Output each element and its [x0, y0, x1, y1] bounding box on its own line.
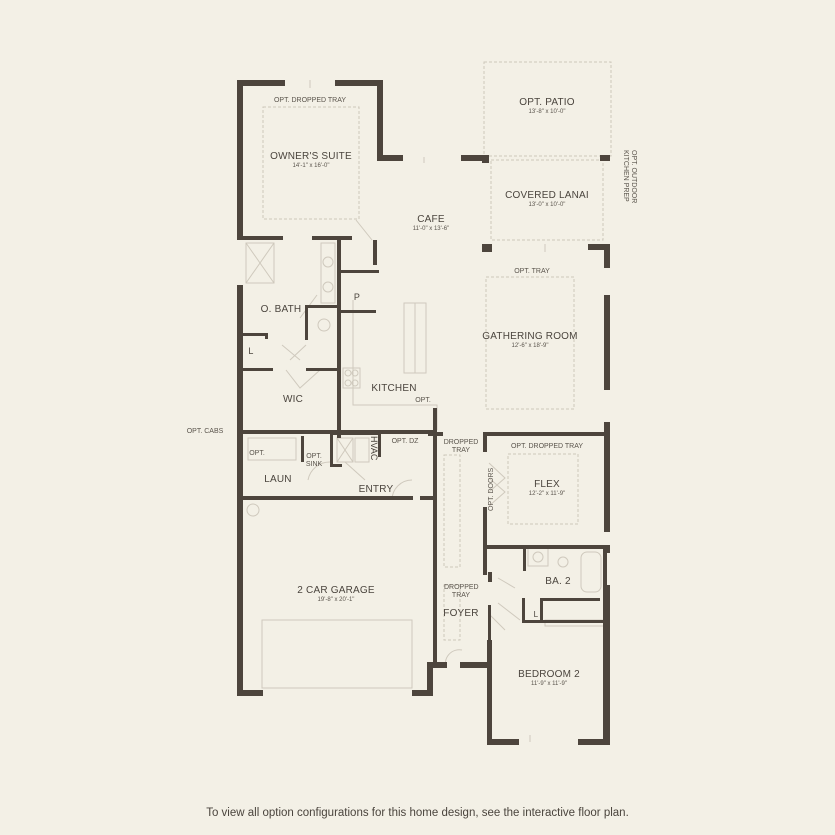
- flex-note: OPT. DROPPED TRAY: [511, 443, 583, 451]
- room-name: FLEX: [534, 479, 560, 490]
- gathering-tray-label: OPT. TRAY: [514, 268, 550, 275]
- suite-door: [355, 219, 373, 241]
- room-wic: WIC: [283, 394, 303, 405]
- opt-doors-label: OPT. DOORS: [488, 467, 495, 511]
- cooktop: [342, 367, 361, 389]
- room-o-bath: O. BATH: [261, 304, 302, 315]
- owners-suite-tray-label: OPT. DROPPED TRAY: [273, 97, 347, 104]
- room-dimensions: 13'-0" x 10'-0": [528, 202, 566, 208]
- interactive-floor-plan-caption: To view all option configurations for th…: [206, 807, 629, 819]
- opt-patio-outline: [483, 61, 612, 157]
- room-dimensions: 19'-8" x 20'-1": [317, 597, 355, 603]
- hall-dropped-tray-label: DROPPED TRAY: [443, 439, 479, 454]
- water-heater: [246, 503, 260, 517]
- garage-door-zone: [261, 619, 413, 689]
- opt-outdoor-kitchen-label: OPT. OUTDOOR KITCHEN PREP: [621, 150, 637, 203]
- fixtures: [245, 80, 606, 742]
- room-name: WIC: [282, 394, 304, 405]
- room-name: 2 CAR GARAGE: [297, 585, 375, 596]
- room-bedroom-2: BEDROOM 2 11'-9" x 11'-9": [518, 669, 580, 687]
- gathering-room-note: OPT. TRAY: [514, 268, 550, 276]
- ba2-toilet: [557, 556, 569, 568]
- ba2-linen-label: L: [533, 610, 539, 619]
- hall-tray-outline: [443, 454, 461, 568]
- lanai-outline: [490, 159, 604, 241]
- kitchen-opt-label: OPT.: [415, 397, 431, 404]
- opt-sink-label: OPT. SINK: [305, 453, 323, 468]
- room-garage: 2 CAR GARAGE 19'-8" x 20'-1": [297, 585, 374, 603]
- room-name: O. BATH: [260, 304, 302, 315]
- room-name: ENTRY: [358, 484, 394, 495]
- opt-doors-swing: [488, 462, 506, 507]
- opt-outdoor-kitchen-text: OPT. OUTDOOR KITCHEN PREP: [622, 150, 637, 204]
- room-cafe: CAFE 11'-0" x 13'-6": [413, 214, 449, 232]
- foyer-note: DROPPED TRAY: [444, 584, 479, 600]
- room-name: GATHERING ROOM: [482, 331, 578, 342]
- room-covered-lanai: COVERED LANAI 13'-0" x 10'-0": [505, 190, 589, 208]
- room-name: OPT. PATIO: [519, 97, 575, 108]
- opt-dz-label: OPT. DZ: [391, 438, 419, 445]
- room-dimensions: 11'-9" x 11'-9": [530, 681, 567, 687]
- room-gathering-room: GATHERING ROOM 12'-6" x 18'-9": [482, 331, 577, 349]
- room-name: CAFE: [417, 214, 445, 225]
- flex-tray-label: OPT. DROPPED TRAY: [510, 443, 584, 450]
- room-owners-suite: OWNER'S SUITE 14'-1" x 16'-0": [270, 151, 352, 169]
- room-foyer: FOYER: [443, 608, 478, 619]
- front-door: [444, 649, 463, 669]
- room-name: KITCHEN: [371, 383, 417, 394]
- vanity: [320, 242, 336, 304]
- laundry-cabinets: [247, 437, 297, 461]
- foyer-tray-outline: [443, 584, 461, 641]
- foyer-tray-label: DROPPED TRAY: [444, 584, 479, 599]
- room-dimensions: 14'-1" x 16'-0": [292, 163, 330, 169]
- room-dimensions: 11'-0" x 13'-6": [412, 226, 450, 232]
- room-ba2: BA. 2: [545, 576, 570, 587]
- room-name: COVERED LANAI: [505, 190, 589, 201]
- room-entry: ENTRY: [359, 484, 394, 495]
- optional-outlines: [262, 61, 612, 641]
- room-name: FOYER: [443, 608, 479, 619]
- room-kitchen: KITCHEN: [371, 383, 416, 394]
- ba2-sink: [527, 547, 549, 567]
- room-opt-patio: OPT. PATIO 13'-8" x 10'-0": [519, 97, 575, 115]
- linen-closet-label: L: [248, 346, 254, 356]
- ba2-tub: [580, 551, 602, 593]
- flex-tray-outline: [507, 453, 579, 525]
- opt-cabs-label: OPT. CABS: [186, 428, 224, 435]
- room-dimensions: 12'-2" x 11'-9": [528, 491, 566, 497]
- room-name: OWNER'S SUITE: [270, 151, 352, 162]
- owners-suite-note: OPT. DROPPED TRAY: [274, 97, 346, 105]
- walls: [237, 80, 610, 745]
- pantry-label: P: [353, 292, 361, 302]
- toilet: [317, 318, 331, 332]
- hvac-label: HVAC: [369, 436, 379, 461]
- owners-suite-tray-outline: [262, 106, 360, 220]
- room-name: BEDROOM 2: [518, 669, 580, 680]
- shower: [245, 242, 275, 284]
- room-dimensions: 13'-8" x 10'-0": [528, 109, 566, 115]
- room-dimensions: 12'-6" x 18'-9": [511, 343, 549, 349]
- laundry-opt-label: OPT.: [249, 450, 265, 457]
- room-laun: LAUN: [264, 474, 291, 485]
- room-name: BA. 2: [545, 576, 571, 587]
- room-name: LAUN: [264, 474, 292, 485]
- room-flex: FLEX 12'-2" x 11'-9": [529, 479, 565, 497]
